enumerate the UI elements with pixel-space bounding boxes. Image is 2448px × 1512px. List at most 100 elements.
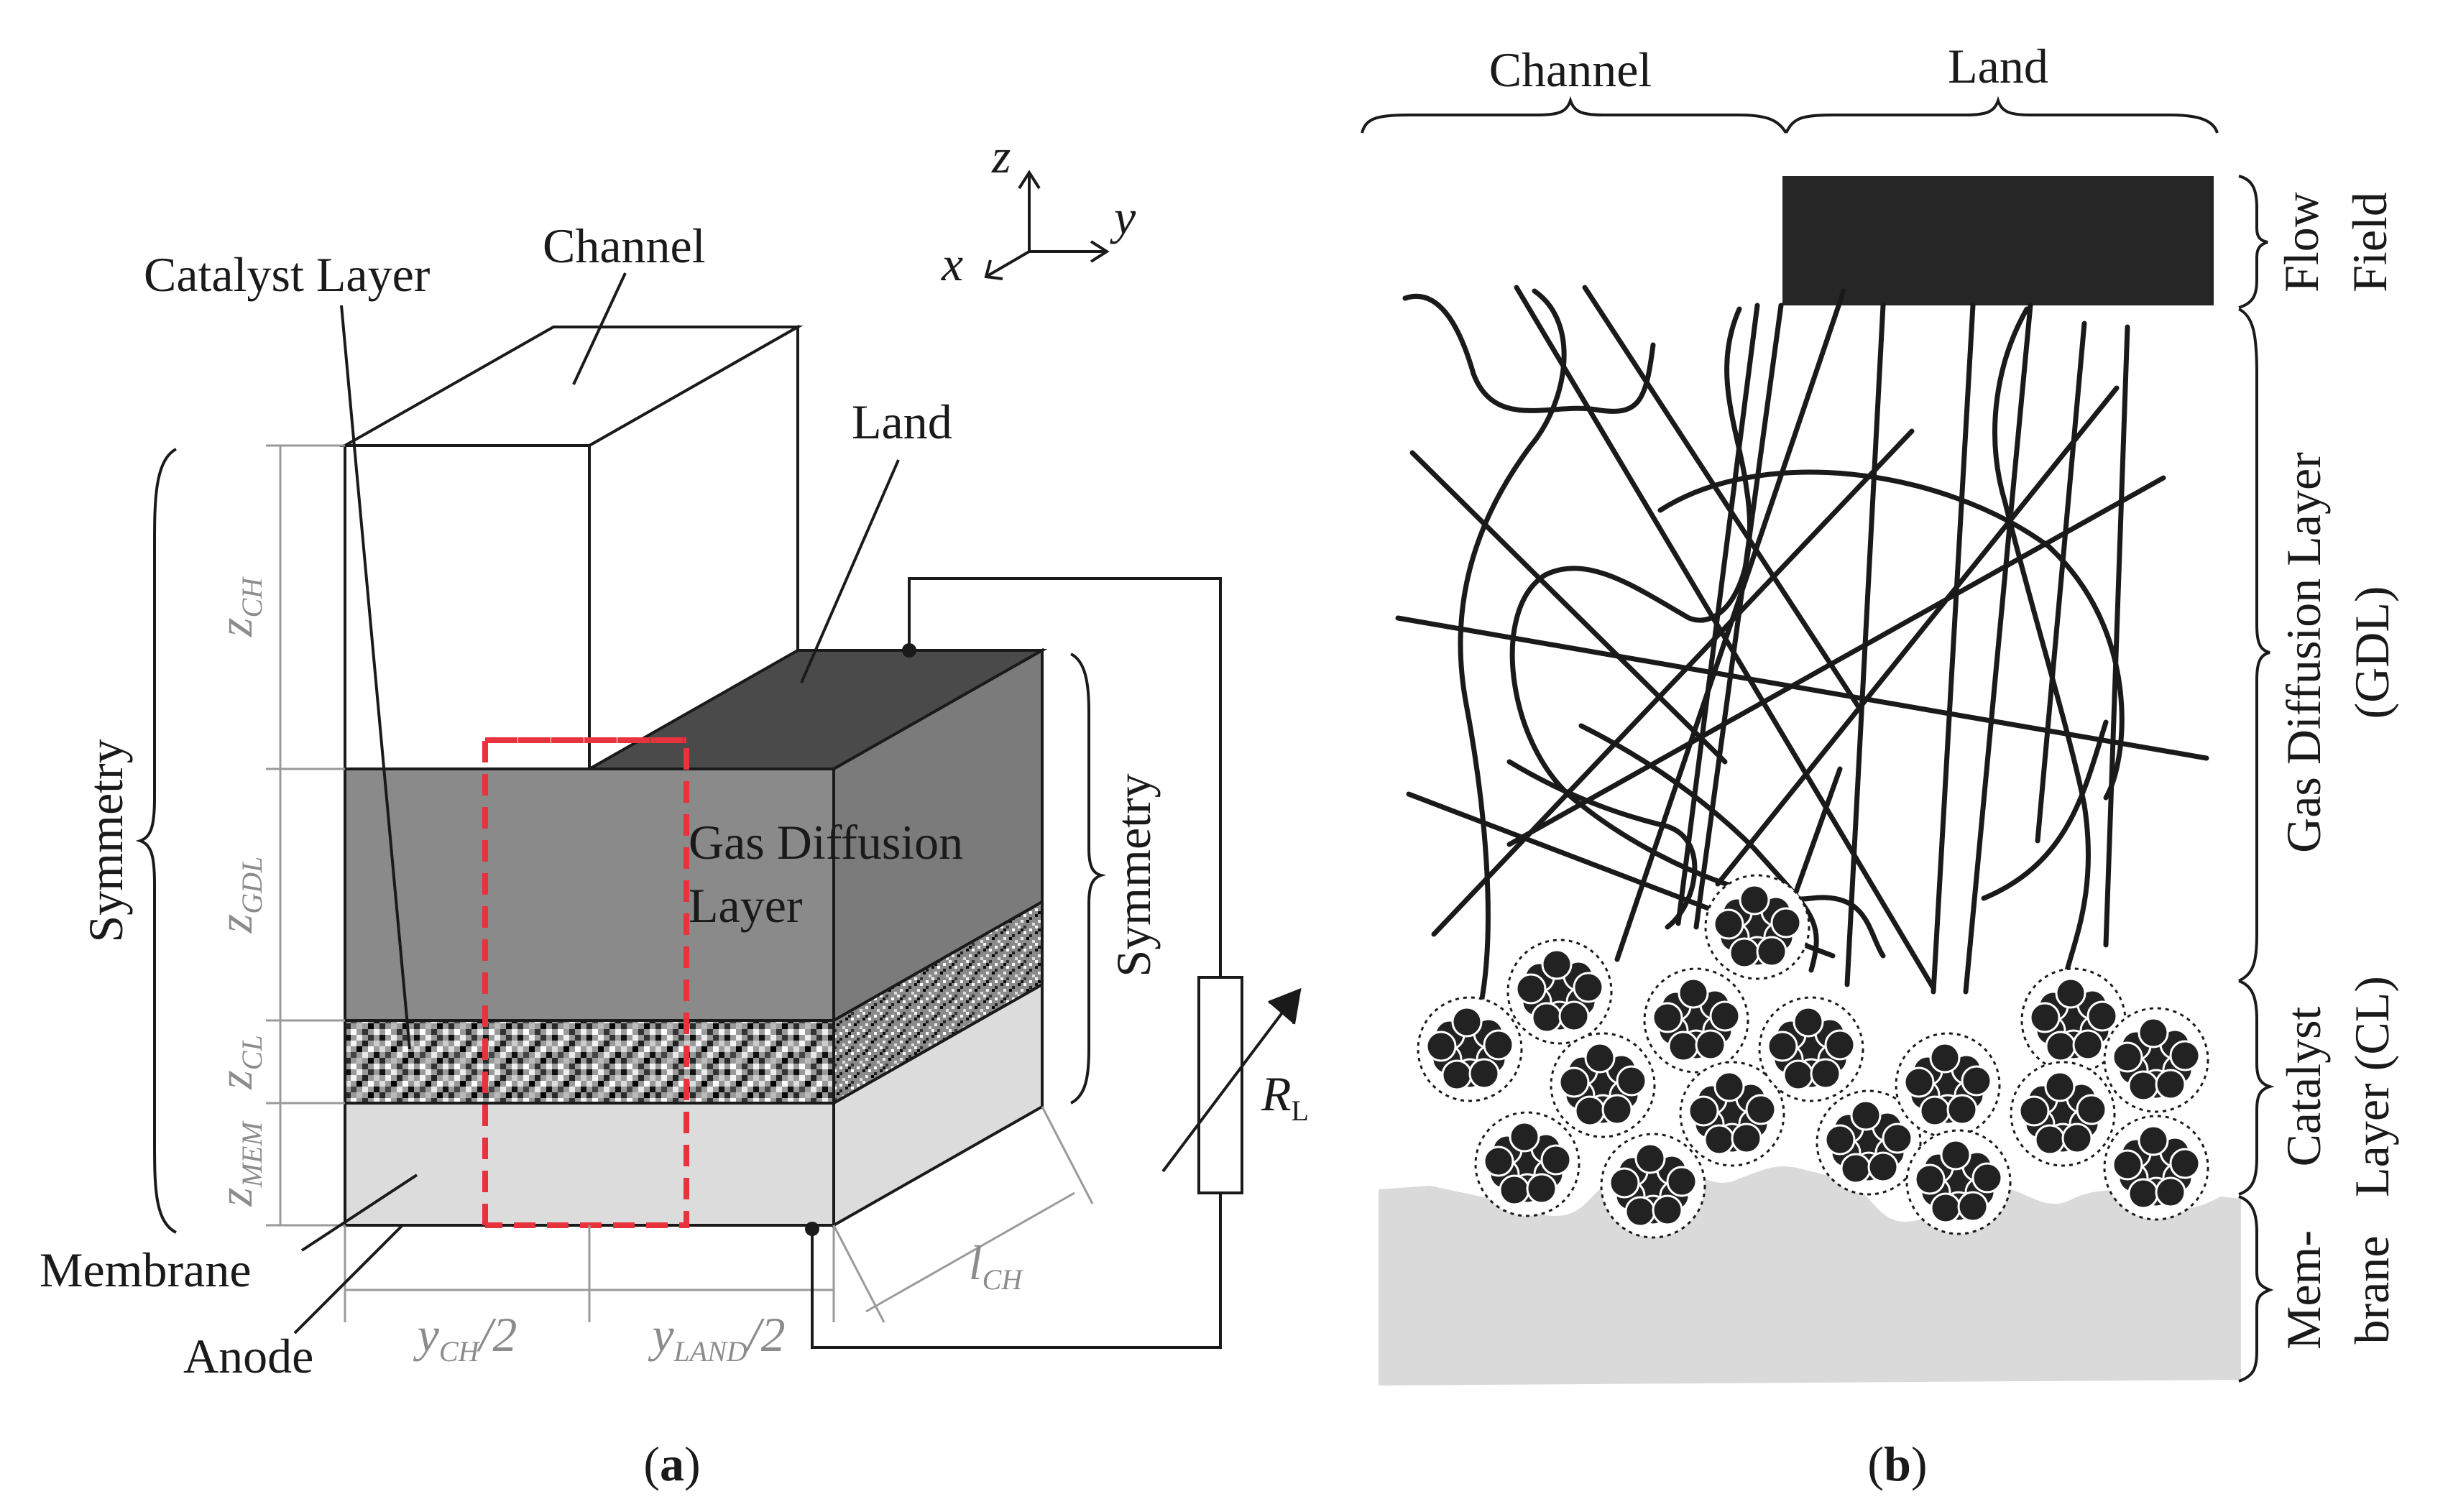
carbon-particle xyxy=(2029,1002,2061,1033)
label-membrane: Membrane xyxy=(40,1243,252,1297)
leader-channel xyxy=(572,272,627,385)
side-label-membrane: Mem- brane xyxy=(2276,1230,2399,1350)
dim-z-ch: zCH xyxy=(208,576,268,637)
carbon-particle xyxy=(1729,937,1760,969)
carbon-particle xyxy=(1739,884,1770,916)
carbon-particle xyxy=(2055,977,2086,1009)
panel-b: Channel Land xyxy=(1361,39,2399,1491)
carbon-particle xyxy=(1609,1167,1640,1199)
carbon-particle xyxy=(1850,1100,1882,1131)
side-label-gdl: Gas Diffusion Layer (GDL) xyxy=(2276,452,2399,853)
land-brace xyxy=(1785,96,2219,134)
symmetry-left-label: Symmetry xyxy=(78,739,133,942)
carbon-particle xyxy=(1770,907,1802,939)
carbon-particle xyxy=(1509,1121,1540,1153)
carbon-particle xyxy=(1745,1094,1777,1125)
svg-text:Symmetry: Symmetry xyxy=(78,739,133,942)
carbon-particle xyxy=(1756,936,1787,967)
carbon-particle xyxy=(1558,1066,1590,1098)
caption-a: (a) xyxy=(643,1437,700,1491)
top-label-channel: Channel xyxy=(1489,42,1652,97)
carbon-particle xyxy=(1793,1006,1824,1038)
carbon-particle xyxy=(1441,1059,1473,1091)
carbon-particle xyxy=(1703,1124,1735,1156)
carbon-particle xyxy=(1713,908,1744,940)
carbon-particle xyxy=(2018,1095,2050,1127)
svg-text:zCH: zCH xyxy=(208,576,268,637)
carbon-particle xyxy=(2045,1031,2076,1062)
svg-text:zGDL: zGDL xyxy=(208,857,268,934)
carbon-particle xyxy=(1678,977,1709,1009)
carbon-particle xyxy=(1695,1029,1726,1061)
agglomerate xyxy=(1643,967,1749,1074)
agglomerate xyxy=(1895,1032,2001,1138)
carbon-particle xyxy=(1919,1095,1951,1127)
land-block xyxy=(1782,176,2214,305)
svg-text:Catalyst: Catalyst xyxy=(2276,1006,2331,1166)
svg-text:Gas Diffusion Layer: Gas Diffusion Layer xyxy=(2276,452,2331,853)
carbon-particle xyxy=(1971,1162,2003,1194)
carbon-particle xyxy=(1961,1065,1992,1097)
carbon-particle xyxy=(1903,1066,1935,1098)
carbon-particle xyxy=(1667,1031,1699,1062)
agglomerate xyxy=(1550,1032,1656,1138)
carbon-particle xyxy=(1731,1123,1762,1154)
svg-text:zCL: zCL xyxy=(208,1035,268,1089)
carbon-particle xyxy=(2086,1000,2118,1032)
carbon-particle xyxy=(1540,1144,1572,1176)
svg-text:Symmetry: Symmetry xyxy=(1106,773,1161,977)
carbon-particle xyxy=(2138,1125,2169,1156)
carbon-particle xyxy=(1584,1042,1616,1074)
label-land: Land xyxy=(852,395,952,449)
svg-text:Flow: Flow xyxy=(2274,192,2329,292)
carbon-particle xyxy=(1810,1058,1841,1089)
agglomerate xyxy=(1600,1133,1706,1239)
carbon-particle xyxy=(1688,1095,1719,1127)
carbon-particle xyxy=(1929,1042,1961,1074)
carbon-particle xyxy=(1558,1000,1590,1032)
carbon-particle xyxy=(2034,1124,2066,1156)
agglomerate xyxy=(2020,967,2127,1074)
cl-brace xyxy=(2238,979,2275,1196)
dim-y-land: yLAND/2 xyxy=(648,1307,785,1368)
carbon-particle xyxy=(1531,1002,1563,1033)
symmetry-left-brace xyxy=(135,448,178,1234)
terminal-top xyxy=(902,643,916,658)
carbon-particle xyxy=(1867,1151,1899,1183)
svg-text:Field: Field xyxy=(2342,192,2397,292)
gdl-brace xyxy=(2238,308,2270,982)
carbon-particle xyxy=(1782,1059,1814,1091)
cl-front-face xyxy=(344,1019,835,1105)
channel-brace xyxy=(1361,96,1787,134)
carbon-particle xyxy=(1634,1143,1666,1174)
carbon-particle xyxy=(1574,1095,1606,1127)
label-channel: Channel xyxy=(543,218,706,273)
agglomerate xyxy=(1506,939,1613,1045)
carbon-particle xyxy=(1767,1031,1798,1062)
carbon-particle xyxy=(1930,1192,1961,1224)
carbon-particle xyxy=(2044,1071,2076,1102)
symmetry-right-label: Symmetry xyxy=(1106,773,1161,977)
svg-text:brane: brane xyxy=(2345,1235,2399,1344)
agglomerate xyxy=(1758,996,1864,1102)
catalyst-agglomerates xyxy=(1417,874,2209,1239)
carbon-particle xyxy=(2169,1148,2201,1179)
svg-text:Layer (CL): Layer (CL) xyxy=(2345,976,2399,1197)
carbon-particle xyxy=(1652,1002,1683,1033)
carbon-particle xyxy=(1483,1145,1514,1177)
carbon-particle xyxy=(2155,1069,2186,1100)
channel-box xyxy=(339,324,804,770)
carbon-particle xyxy=(2169,1040,2201,1071)
carbon-particle xyxy=(1957,1191,1989,1222)
agglomerate xyxy=(1679,1061,1785,1167)
carbon-particle xyxy=(1652,1194,1683,1226)
symmetry-right-brace xyxy=(1069,653,1107,1105)
gdl-fibers xyxy=(1395,285,2209,1009)
carbon-particle xyxy=(2138,1017,2169,1048)
dim-z-mem: zMEM xyxy=(208,1120,268,1207)
carbon-particle xyxy=(1616,1065,1647,1097)
carbon-particle xyxy=(2072,1029,2104,1061)
carbon-particle xyxy=(2076,1094,2107,1125)
side-label-cl: Catalyst Layer (CL) xyxy=(2276,976,2399,1197)
carbon-particle xyxy=(2112,1149,2143,1181)
